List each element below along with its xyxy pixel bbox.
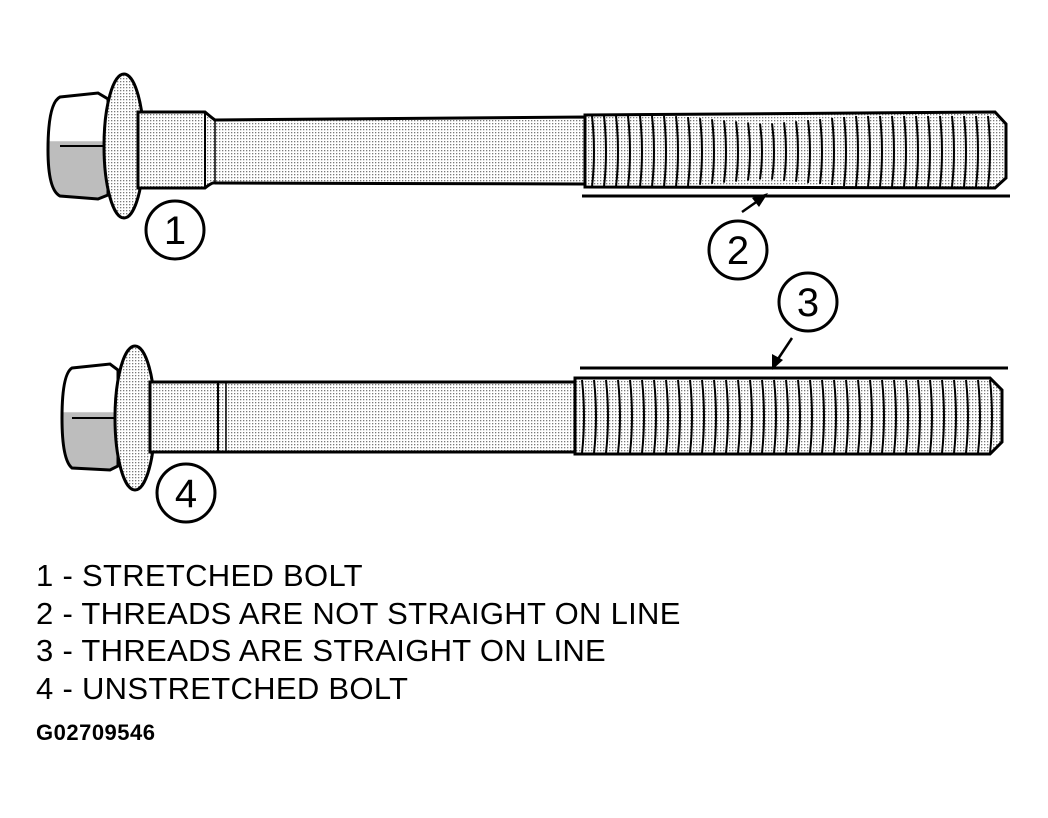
thread-crest — [665, 379, 669, 454]
legend: 1 - STRETCHED BOLT 2 - THREADS ARE NOT S… — [36, 557, 681, 707]
thread-crest — [641, 379, 645, 454]
thread-crest — [939, 115, 943, 188]
thread-crest — [591, 115, 595, 188]
figure-code: G02709546 — [36, 720, 156, 745]
callout-3: 3 — [777, 271, 839, 333]
thread-crest — [675, 115, 679, 188]
thread-crest — [929, 379, 933, 454]
thread-crest — [987, 115, 991, 188]
thread-crest — [761, 379, 765, 454]
thread-crest — [893, 379, 897, 454]
thread-crest — [689, 379, 693, 454]
thread-crest — [881, 379, 885, 454]
unstretched-bolt — [60, 337, 1008, 492]
thread-crest — [867, 115, 871, 188]
thread-crest — [855, 115, 859, 188]
svg-text:4: 4 — [175, 472, 197, 516]
thread-crest — [759, 123, 763, 180]
stretched-bolt-thread-lines — [591, 115, 991, 188]
thread-crest — [891, 115, 895, 188]
thread-crest — [747, 122, 751, 181]
thread-crest — [917, 379, 921, 454]
thread-crest — [879, 115, 883, 188]
thread-crest — [615, 115, 619, 188]
stretched-bolt — [46, 72, 1010, 220]
thread-crest — [687, 117, 691, 186]
bolt-diagram: 1 2 3 4 — [46, 72, 1010, 524]
thread-crest — [795, 121, 799, 182]
thread-crest — [869, 379, 873, 454]
thread-crest — [905, 379, 909, 454]
thread-crest — [927, 115, 931, 188]
thread-crest — [749, 379, 753, 454]
thread-crest — [807, 120, 811, 183]
thread-crest — [581, 379, 585, 454]
thread-crest — [965, 379, 969, 454]
thread-crest — [713, 379, 717, 454]
thread-crest — [951, 115, 955, 188]
thread-crest — [797, 379, 801, 454]
thread-crest — [845, 379, 849, 454]
legend-item-threads-not-straight: 2 - THREADS ARE NOT STRAIGHT ON LINE — [36, 595, 681, 631]
arrow-icon — [772, 354, 783, 370]
thread-crest — [737, 379, 741, 454]
thread-crest — [821, 379, 825, 454]
legend-item-stretched-bolt: 1 - STRETCHED BOLT — [36, 558, 363, 593]
thread-crest — [711, 119, 715, 184]
thread-crest — [977, 379, 981, 454]
svg-text:3: 3 — [797, 281, 819, 325]
thread-crest — [771, 123, 775, 180]
thread-crest — [593, 379, 597, 454]
thread-crest — [653, 379, 657, 454]
thread-crest — [773, 379, 777, 454]
thread-crest — [605, 379, 609, 454]
thread-crest — [783, 122, 787, 181]
unstretched-bolt-thread-lines — [581, 379, 993, 454]
thread-crest — [725, 379, 729, 454]
thread-crest — [723, 120, 727, 183]
thread-crest — [941, 379, 945, 454]
thread-crest — [903, 115, 907, 188]
thread-crest — [651, 115, 655, 188]
arrow-icon — [752, 193, 768, 207]
legend-item-unstretched-bolt: 4 - UNSTRETCHED BOLT — [36, 670, 409, 706]
thread-crest — [785, 379, 789, 454]
thread-crest — [735, 121, 739, 182]
thread-crest — [677, 379, 681, 454]
thread-crest — [627, 115, 631, 188]
thread-crest — [953, 379, 957, 454]
callout-2: 2 — [707, 219, 769, 281]
callout-1: 1 — [144, 199, 206, 261]
thread-crest — [915, 115, 919, 188]
thread-crest — [699, 118, 703, 185]
svg-text:2: 2 — [727, 229, 749, 273]
unstretched-bolt-shank — [148, 380, 577, 454]
legend-item-threads-straight: 3 - THREADS ARE STRAIGHT ON LINE — [36, 633, 607, 668]
thread-crest — [663, 115, 667, 188]
thread-crest — [989, 379, 993, 454]
thread-crest — [819, 118, 823, 185]
thread-crest — [809, 379, 813, 454]
thread-crest — [833, 379, 837, 454]
thread-crest — [843, 116, 847, 187]
svg-text:1: 1 — [164, 209, 186, 253]
thread-crest — [831, 117, 835, 186]
thread-crest — [629, 379, 633, 454]
thread-crest — [617, 379, 621, 454]
thread-crest — [701, 379, 705, 454]
thread-crest — [963, 115, 967, 188]
thread-crest — [857, 379, 861, 454]
thread-crest — [639, 115, 643, 188]
thread-crest — [603, 115, 607, 188]
thread-crest — [975, 115, 979, 188]
callout-4: 4 — [155, 462, 217, 524]
